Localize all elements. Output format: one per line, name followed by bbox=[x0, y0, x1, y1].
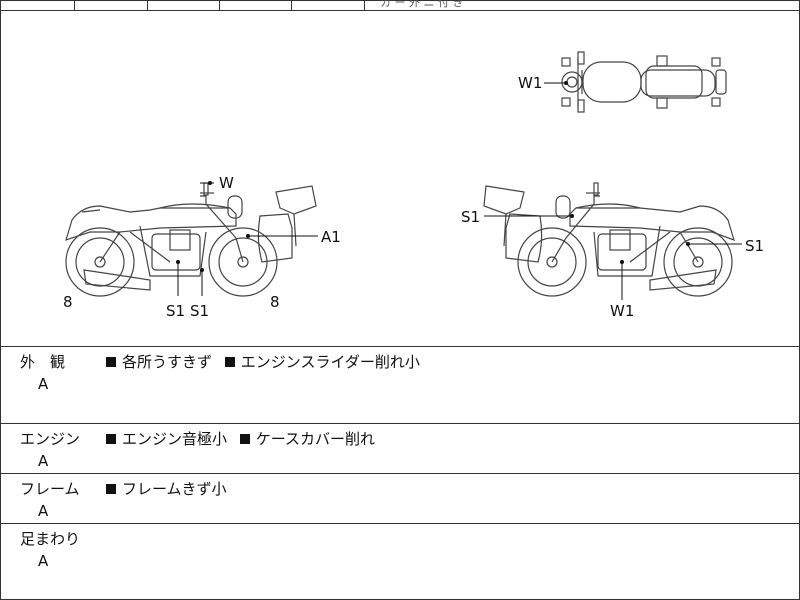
header-cell bbox=[219, 0, 292, 10]
note: 各所うすきず bbox=[122, 353, 213, 371]
label-s1-right-left: S1 bbox=[461, 208, 480, 226]
note: エンジン音極小 bbox=[122, 430, 228, 448]
section-title: エンジン bbox=[20, 430, 81, 448]
header-cell bbox=[291, 0, 365, 10]
bullet-square-icon bbox=[239, 434, 250, 444]
label-s1-right-right: S1 bbox=[745, 237, 764, 255]
section-notes: エンジン音極小 ケースカバー削れ bbox=[106, 428, 383, 449]
section-exterior: 外 観 A 各所うすきず エンジンスライダー削れ小 bbox=[0, 347, 800, 424]
section-title: 足まわり bbox=[20, 530, 81, 548]
section-grade: A bbox=[38, 375, 49, 393]
label-s1-a: S1 bbox=[166, 302, 185, 320]
header-cell bbox=[74, 0, 148, 10]
bullet-square-icon bbox=[224, 357, 235, 367]
label-a1: A1 bbox=[321, 228, 341, 246]
section-suspension: 足まわり A bbox=[0, 524, 800, 600]
damage-diagram: W1 W A1 S1 S1 8 8 S1 S1 W1 bbox=[0, 10, 800, 347]
section-notes: フレームきず小 bbox=[106, 478, 235, 499]
note: フレームきず小 bbox=[122, 480, 227, 498]
label-w-left: W bbox=[219, 174, 234, 192]
label-eight-right: 8 bbox=[270, 293, 280, 311]
section-title: フレーム bbox=[20, 480, 80, 498]
section-title: 外 観 bbox=[20, 353, 66, 371]
header-cell bbox=[147, 0, 220, 10]
label-w1-top: W1 bbox=[518, 74, 542, 92]
motorcycle-top-view bbox=[561, 51, 727, 113]
note: エンジンスライダー削れ小 bbox=[240, 353, 420, 371]
header-fragment: カ ー 外 ニ 付 き bbox=[380, 0, 464, 9]
section-engine: エンジン A エンジン音極小 ケースカバー削れ bbox=[0, 424, 800, 474]
section-grade: A bbox=[38, 502, 49, 520]
header-cell bbox=[0, 0, 75, 10]
section-notes: 各所うすきず エンジンスライダー削れ小 bbox=[106, 351, 428, 372]
bullet-square-icon bbox=[106, 434, 116, 444]
section-grade: A bbox=[38, 552, 49, 570]
note: ケースカバー削れ bbox=[255, 430, 376, 448]
header-row: カ ー 外 ニ 付 き bbox=[0, 0, 800, 11]
section-grade: A bbox=[38, 452, 49, 470]
bullet-square-icon bbox=[106, 357, 116, 367]
label-s1-b: S1 bbox=[190, 302, 209, 320]
motorcycle-right-side bbox=[483, 182, 735, 297]
bullet-square-icon bbox=[106, 484, 116, 494]
motorcycle-diagram: W1 W A1 S1 S1 8 8 S1 S1 W1 bbox=[63, 51, 764, 320]
label-w1-right: W1 bbox=[610, 302, 634, 320]
motorcycle-left-side bbox=[65, 182, 317, 297]
label-eight-left: 8 bbox=[63, 293, 73, 311]
section-frame: フレーム A フレームきず小 bbox=[0, 474, 800, 524]
